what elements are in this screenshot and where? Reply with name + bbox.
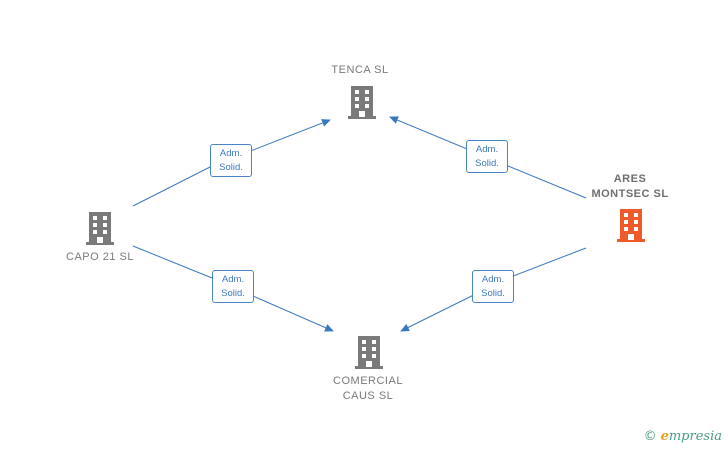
brand-initial: e: [660, 429, 669, 444]
building-icon-comercial[interactable]: [353, 334, 385, 370]
building-icon-ares[interactable]: [615, 207, 647, 243]
edge-ares-tenca: [389, 116, 587, 199]
empresia-logo: ©empresia: [644, 429, 722, 444]
node-label-capo[interactable]: CAPO 21 SL: [66, 251, 134, 263]
edge-label-capo-comercial: Adm. Solid.: [212, 270, 254, 303]
node-label-tenca[interactable]: TENCA SL: [331, 64, 389, 76]
node-label-ares[interactable]: ARES MONTSEC SL: [591, 173, 669, 200]
brand-name: mpresia: [668, 429, 722, 444]
edge-label-ares-tenca: Adm. Solid.: [466, 140, 508, 173]
building-icon-capo[interactable]: [84, 210, 116, 246]
building-icon-tenca[interactable]: [346, 84, 378, 120]
edge-label-ares-comercial: Adm. Solid.: [472, 270, 514, 303]
edge-label-capo-tenca: Adm. Solid.: [210, 144, 252, 177]
copyright-icon: ©: [643, 429, 657, 444]
node-label-comercial[interactable]: COMERCIAL CAUS SL: [333, 375, 403, 402]
